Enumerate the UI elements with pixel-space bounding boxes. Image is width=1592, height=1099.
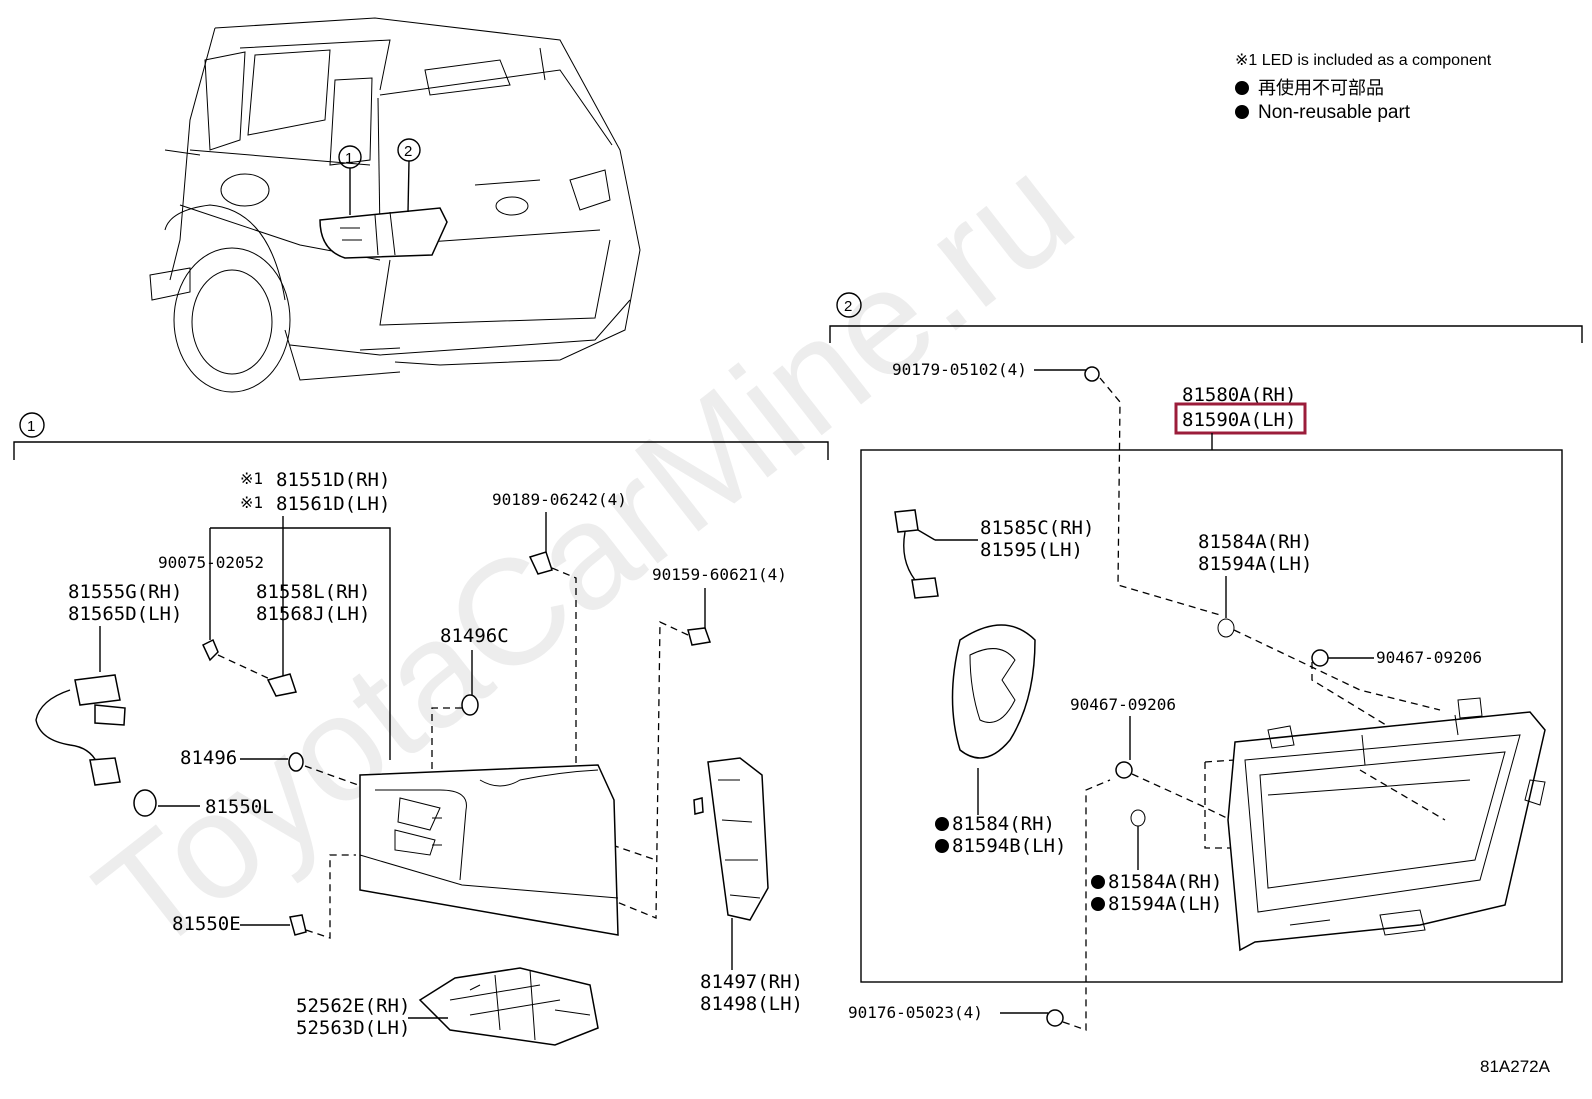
label-81584A-top: 81584A(RH) [1198,531,1312,553]
label-81580A: 81580A(RH) [1182,384,1296,406]
label-81594B: 81594B(LH) [952,835,1066,857]
led-note: ※1 LED is included as a component [1235,52,1492,69]
label-90189: 90189-06242(4) [492,490,627,509]
label-90176: 90176-05023(4) [848,1003,983,1022]
bulb-part [133,789,157,817]
bolt-part [528,551,553,575]
vehicle-rear-illustration [149,17,641,393]
nonreusable-bullet-icon [935,817,949,831]
wiring-harness-part [35,674,126,786]
section-2-number: 2 [844,298,852,315]
nonreusable-en: Non-reusable part [1258,102,1411,123]
label-81594A-low: 81594A(LH) [1108,893,1222,915]
label-81551D: 81551D(RH) [276,469,390,491]
section-1-marker [19,412,45,438]
highlight-box[interactable] [1174,402,1307,435]
label-90075: 90075-02052 [158,553,264,572]
bullet-icon [1235,105,1249,119]
clip-part [461,694,479,716]
section-1-number: 1 [27,418,35,435]
diagram-code: 81A272A [1480,1057,1551,1076]
label-81561D: 81561D(LH) [276,493,390,515]
label-81565D: 81565D(LH) [68,603,182,625]
label-81590A[interactable]: 81590A(LH) [1182,409,1296,431]
rear-combination-lamp-part [359,764,619,936]
led-marker: ※1 [240,469,263,488]
nonreusable-bullet-icon [1091,875,1105,889]
screw-part [1084,366,1100,382]
clip-part [288,752,304,772]
gasket-part [951,624,1036,759]
clip-part [1115,761,1133,779]
label-81558L: 81558L(RH) [256,581,370,603]
label-81498: 81498(LH) [700,993,803,1015]
label-52563D: 52563D(LH) [296,1017,410,1039]
label-81594A-top: 81594A(LH) [1198,553,1312,575]
led-marker: ※1 [240,493,263,512]
grommet-part [1130,809,1146,827]
label-81568J: 81568J(LH) [256,603,370,625]
nonreusable-bullet-icon [935,839,949,853]
section-2-marker [836,292,862,318]
label-90467-right: 90467-09206 [1376,648,1482,667]
callout-1-label: 1 [345,150,353,167]
section-1: 1 ※1 81551D(RH) ※1 81561D(LH) 90075-0205… [13,412,829,1046]
bracket-part [266,673,297,697]
label-81584A-low: 81584A(RH) [1108,871,1222,893]
bolt-part [687,627,712,646]
label-81585C: 81585C(RH) [980,517,1094,539]
screw-part [202,638,219,662]
label-81595: 81595(LH) [980,539,1083,561]
label-81496C: 81496C [440,625,509,647]
screw-part [1046,1009,1064,1027]
label-90179: 90179-05102(4) [892,360,1027,379]
nonreusable-jp: 再使用不可部品 [1258,78,1384,98]
assembly-box [860,449,1563,983]
side-cover-part [693,757,769,921]
bullet-icon [1235,81,1249,95]
label-81550L: 81550L [205,796,274,818]
socket-wire-part [894,509,939,599]
label-81555G: 81555G(RH) [68,581,182,603]
label-90159: 90159-60621(4) [652,565,787,584]
clip-part [1311,649,1329,667]
socket-part [289,914,307,936]
label-81584: 81584(RH) [952,813,1055,835]
inner-lamp-assembly-part [1227,697,1546,952]
label-90467-mid: 90467-09206 [1070,695,1176,714]
nonreusable-bullet-icon [1091,897,1105,911]
label-81496: 81496 [180,747,237,769]
callout-2-label: 2 [404,143,412,160]
section-2: 2 90179-05102(4) 81580A(RH) 81590A(LH) 8… [829,292,1583,1031]
label-52562E: 52562E(RH) [296,995,410,1017]
label-81497: 81497(RH) [700,971,803,993]
retainer-bracket-part [418,967,599,1046]
grommet-part [1217,618,1235,638]
label-81550E: 81550E [172,913,241,935]
